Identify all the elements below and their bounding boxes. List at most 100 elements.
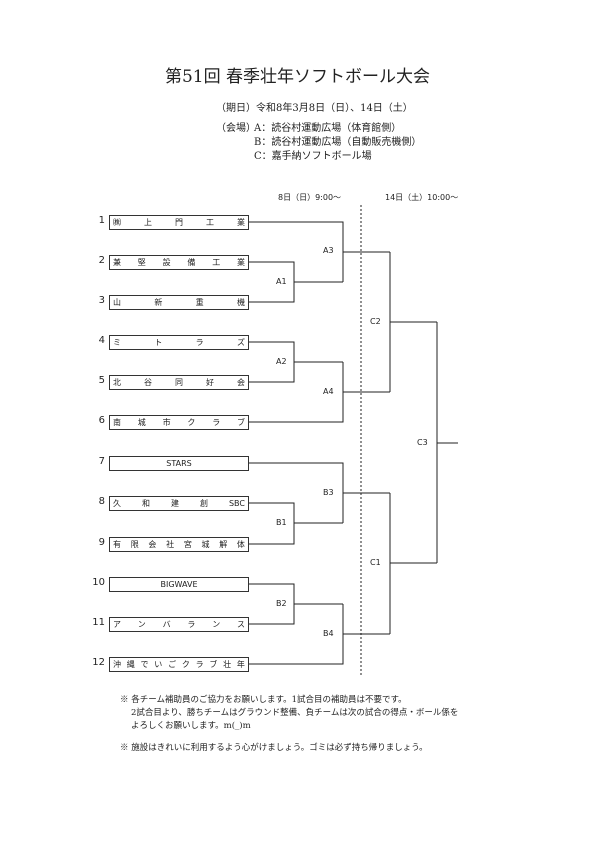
team-name-char: 工 xyxy=(212,258,221,267)
team-name-char: 城 xyxy=(201,540,210,549)
team-name-char: バ xyxy=(162,620,171,629)
team-name-char: 創 xyxy=(199,499,208,508)
match-label-b4: B4 xyxy=(323,629,334,638)
team-name-char: 城 xyxy=(137,418,146,427)
team-name-char: ズ xyxy=(236,338,245,347)
team-name-char: 解 xyxy=(219,540,228,549)
team-name-char: 堅 xyxy=(137,258,146,267)
team-name-char: ト xyxy=(154,338,163,347)
venue-c: C：嘉手納ソフトボール場 xyxy=(254,151,372,162)
team-name-char: 業 xyxy=(237,218,245,227)
team-number: 1 xyxy=(98,215,105,226)
match-label-b1: B1 xyxy=(276,518,287,527)
team-name-char: 同 xyxy=(175,378,183,387)
date-line: （期日）令和8年3月8日（日）、14日（土） xyxy=(216,103,413,114)
team-slot: 有限会社宮城解体 xyxy=(109,537,249,552)
team-name-char: 建 xyxy=(170,499,179,508)
team-slot: アンバランス xyxy=(109,617,249,632)
team-slot: 北谷同好会 xyxy=(109,375,249,390)
team-name-char: ス xyxy=(236,620,245,629)
team-number: 9 xyxy=(98,537,105,548)
note-facility: ※ 施設はきれいに利用するよう心がけましょう。ゴミは必ず持ち帰りましょう。 xyxy=(120,743,428,753)
team-name-char: 限 xyxy=(130,540,139,549)
team-name-char: 重 xyxy=(195,298,204,307)
team-number: 6 xyxy=(98,415,105,426)
venue-b: B：読谷村運動広場（自動販売機側） xyxy=(254,137,422,148)
team-name-char: ラ xyxy=(212,418,221,427)
team-slot: STARS xyxy=(109,456,249,471)
team-name-char: 会 xyxy=(237,378,245,387)
team-slot: 南城市クラブ xyxy=(109,415,249,430)
line-b1 xyxy=(249,502,295,545)
team-name-char: 縄 xyxy=(126,660,135,669)
match-label-c1: C1 xyxy=(370,558,381,567)
team-name-char: 北 xyxy=(113,378,121,387)
team-name-char: 業 xyxy=(236,258,245,267)
day-header-first: 8日（日）9:00～ xyxy=(278,193,342,202)
team-number: 10 xyxy=(92,577,105,588)
day-header-second: 14日（土）10:00～ xyxy=(385,193,459,202)
match-label-a2: A2 xyxy=(276,357,287,366)
team-name-char: 有 xyxy=(113,540,121,549)
team-name-char: 山 xyxy=(113,298,121,307)
team-number: 11 xyxy=(92,617,105,628)
team-name-char: 市 xyxy=(162,418,171,427)
team-slot: 山新重機 xyxy=(109,295,249,310)
team-number: 7 xyxy=(98,456,105,467)
team-slot: BIGWAVE xyxy=(109,577,249,592)
team-name-char: STARS xyxy=(166,459,192,468)
note-helpers: ※ 各チーム補助員のご協力をお願いします。1試合目の補助員は不要です。 xyxy=(120,695,407,705)
team-name-char: 南 xyxy=(113,418,121,427)
team-name-char: 体 xyxy=(236,540,245,549)
team-name-char: 新 xyxy=(154,298,163,307)
line-b2 xyxy=(249,583,295,625)
team-name-char: BIGWAVE xyxy=(160,580,198,589)
team-number: 5 xyxy=(98,375,105,386)
team-slot: 久 和 建 創 SBC xyxy=(109,496,249,511)
team-name-char: 和 xyxy=(141,499,150,508)
team-name-char: ア xyxy=(113,620,121,629)
team-slot: ㈱ 上 門 工 業 xyxy=(109,215,249,230)
team-name-char: 門 xyxy=(175,218,183,227)
team-name-char: ご xyxy=(168,660,177,669)
team-name-char: ラ xyxy=(195,338,204,347)
team-name-char: SBC xyxy=(228,499,245,508)
team-name-char: 工 xyxy=(206,218,214,227)
page-title: 第51回 春季壮年ソフトボール大会 xyxy=(164,67,431,87)
team-number: 3 xyxy=(98,295,105,306)
team-name-char: 機 xyxy=(236,298,245,307)
note-duties: 2試合目より、勝ちチームはグラウンド整備、負チームは次の試合の得点・ボール係を xyxy=(131,708,459,718)
team-name-char: 好 xyxy=(206,378,214,387)
team-name-char: ミ xyxy=(113,338,121,347)
team-name-char: 宮 xyxy=(183,540,192,549)
team-name-char: で xyxy=(140,660,149,669)
team-name-char: 設 xyxy=(162,258,171,267)
match-label-a4: A4 xyxy=(323,387,334,396)
team-name-char: ク xyxy=(187,418,196,427)
team-name-char: ン xyxy=(212,620,221,629)
team-name-char: 上 xyxy=(144,218,152,227)
team-name-char: 社 xyxy=(166,540,175,549)
team-name-char: ラ xyxy=(187,620,196,629)
team-name-char: 壮 xyxy=(223,660,232,669)
team-name-char: 備 xyxy=(187,258,196,267)
team-name-char: ン xyxy=(137,620,146,629)
team-number: 8 xyxy=(98,496,105,507)
team-name-char: 谷 xyxy=(144,378,152,387)
match-label-c3: C3 xyxy=(417,438,428,447)
team-name-char: ㈱ xyxy=(113,218,121,227)
team-name-char: ラ xyxy=(195,660,204,669)
team-name-char: ブ xyxy=(236,418,245,427)
team-name-char: ブ xyxy=(209,660,218,669)
match-label-a1: A1 xyxy=(276,277,287,286)
team-slot: 沖縄でいごクラブ壮年 xyxy=(109,657,249,672)
venue-a: A：読谷村運動広場（体育館側） xyxy=(254,123,402,134)
line-a1 xyxy=(249,261,295,303)
team-name-char: 久 xyxy=(113,499,121,508)
line-a2 xyxy=(249,341,295,383)
team-name-char: い xyxy=(154,660,163,669)
team-slot: ミトラズ xyxy=(109,335,249,350)
team-name-char: 沖 xyxy=(113,660,121,669)
team-name-char: 会 xyxy=(148,540,157,549)
team-name-char: 年 xyxy=(236,660,245,669)
